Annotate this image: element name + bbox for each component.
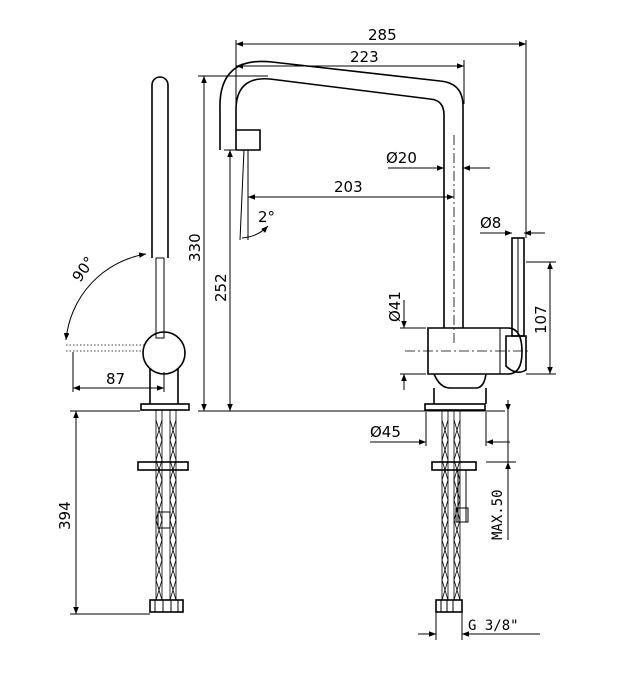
spout-diameter-label: Ø20	[386, 149, 417, 167]
side-hoses	[137, 410, 189, 613]
body-foot	[433, 373, 487, 389]
dim45-ext	[425, 412, 487, 446]
outlet-angle-label: 2°	[258, 208, 275, 226]
rotation-arc	[63, 252, 147, 341]
body-diameter-label: Ø41	[386, 291, 404, 322]
side-view: 90° 87 394	[56, 76, 190, 615]
spout-inner	[219, 60, 464, 328]
spout-outlet	[236, 129, 261, 151]
total-width-label: 285	[368, 26, 397, 44]
spout-reach-label: 223	[350, 48, 379, 66]
side-lever-rotated	[66, 344, 144, 352]
base-diameter-label: Ø45	[370, 423, 401, 441]
front-hoses	[431, 410, 477, 613]
thread-ext	[435, 612, 463, 640]
outlet-height-label: 252	[212, 273, 230, 302]
dim394-ext	[70, 410, 150, 615]
dim285-ext	[235, 40, 527, 238]
base-plate	[424, 403, 486, 411]
body-column	[433, 388, 487, 404]
side-lever-rod	[151, 76, 169, 258]
outlet-jet-1	[239, 149, 245, 241]
side-base-plate	[140, 403, 190, 411]
lever-reach-label: 87	[106, 370, 125, 388]
outlet-offset-label: 203	[334, 178, 363, 196]
angle-arc	[241, 225, 269, 239]
body	[427, 327, 523, 375]
lever-height-label: 107	[532, 305, 550, 334]
max-thickness-label: MAX.50	[490, 489, 506, 540]
side-lever-stem	[155, 257, 165, 339]
thread-label: G 3/8"	[468, 618, 519, 634]
front-view: 2° 285	[186, 26, 556, 640]
hose-length-label: 394	[56, 501, 74, 530]
total-height-label: 330	[186, 233, 204, 262]
lever-diameter-label: Ø8	[480, 214, 501, 232]
lever-base	[505, 335, 527, 374]
spout-outer	[235, 78, 445, 328]
